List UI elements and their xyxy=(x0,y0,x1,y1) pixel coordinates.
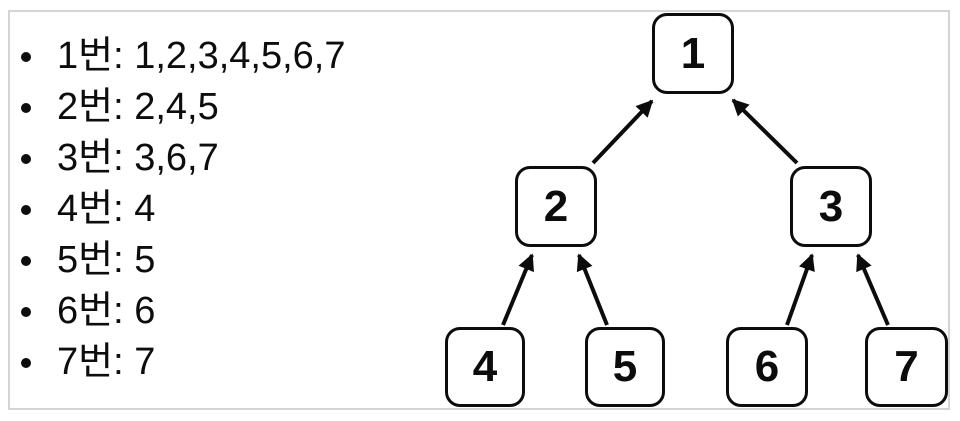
bullet-icon xyxy=(21,51,31,62)
bullet-icon xyxy=(21,102,31,113)
list-item-label: 7번: 7 xyxy=(57,341,156,383)
tree-node-label: 1 xyxy=(680,28,706,78)
tree-node-7: 7 xyxy=(865,327,948,407)
list-item-label: 3번: 3,6,7 xyxy=(57,137,219,179)
tree-node-label: 7 xyxy=(894,342,919,391)
tree-node-label: 2 xyxy=(543,181,569,231)
tree-node-label: 4 xyxy=(472,342,498,391)
list-item-label: 4번: 4 xyxy=(57,188,156,230)
bullet-icon xyxy=(21,357,31,368)
tree-node-3: 3 xyxy=(790,166,872,247)
subtree-list: 1번: 1,2,3,4,5,6,7 2번: 2,4,5 3번: 3,6,7 4번… xyxy=(16,31,436,388)
list-item-label: 5번: 5 xyxy=(57,239,156,281)
list-item-label: 6번: 6 xyxy=(57,290,156,332)
tree-node-6: 6 xyxy=(726,327,808,407)
bullet-icon xyxy=(21,255,31,266)
tree-node-label: 3 xyxy=(818,181,844,231)
list-item: 1번: 1,2,3,4,5,6,7 xyxy=(16,31,436,82)
tree-node-2: 2 xyxy=(515,166,597,247)
bullet-icon xyxy=(21,204,31,215)
bullet-icon xyxy=(21,153,31,164)
list-item: 2번: 2,4,5 xyxy=(16,82,436,133)
list-item: 3번: 3,6,7 xyxy=(16,133,436,184)
bullet-icon xyxy=(21,306,31,317)
tree-node-1: 1 xyxy=(652,13,734,94)
list-item: 5번: 5 xyxy=(16,235,436,286)
list-item: 7번: 7 xyxy=(16,337,436,388)
tree-node-4: 4 xyxy=(445,327,525,407)
tree-node-label: 5 xyxy=(612,342,638,391)
list-item-label: 1번: 1,2,3,4,5,6,7 xyxy=(57,35,346,77)
list-item: 4번: 4 xyxy=(16,184,436,235)
list-item: 6번: 6 xyxy=(16,286,436,337)
tree-node-label: 6 xyxy=(754,342,780,391)
tree-node-5: 5 xyxy=(585,327,665,407)
list-item-label: 2번: 2,4,5 xyxy=(57,86,219,128)
